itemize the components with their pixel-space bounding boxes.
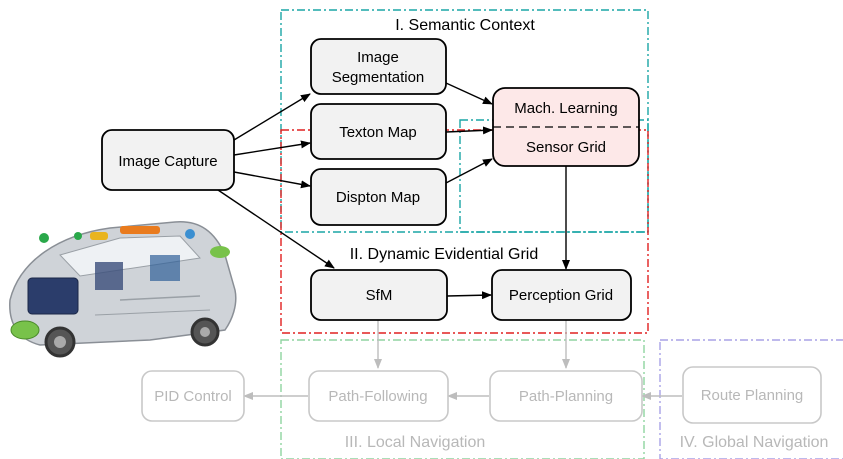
node-ml-label: Mach. Learning [514, 100, 617, 117]
group-title-global: IV. Global Navigation [680, 434, 829, 451]
node-path-following-label: Path-Following [328, 388, 427, 405]
node-ml-sensor-grid: Mach. Learning Sensor Grid [492, 87, 640, 167]
node-perception-grid-label: Perception Grid [509, 287, 613, 304]
node-path-planning-label: Path-Planning [519, 388, 613, 405]
node-sfm-label: SfM [366, 287, 393, 304]
node-image-segmentation-label-2: Segmentation [332, 69, 425, 86]
group-dynamic-evidential-grid [280, 129, 649, 334]
node-dispton-map-label: Dispton Map [336, 189, 420, 206]
node-path-following: Path-Following [308, 370, 449, 422]
node-dispton-map: Dispton Map [310, 168, 447, 226]
node-texton-map-label: Texton Map [339, 124, 417, 141]
node-image-capture-label: Image Capture [118, 153, 217, 170]
node-sfm: SfM [310, 269, 448, 321]
navigation-arrows [243, 320, 682, 400]
node-path-planning: Path-Planning [489, 370, 643, 422]
node-sensor-grid-label: Sensor Grid [526, 139, 606, 156]
node-route-planning: Route Planning [682, 366, 822, 424]
node-pid-control: PID Control [141, 370, 245, 422]
node-image-segmentation-label-1: Image [357, 49, 399, 66]
pipeline-arrows [217, 82, 570, 300]
node-perception-grid: Perception Grid [491, 269, 632, 321]
node-image-segmentation: Image Segmentation [310, 38, 447, 95]
node-texton-map: Texton Map [310, 103, 447, 160]
group-title-local: III. Local Navigation [345, 434, 486, 451]
node-pid-control-label: PID Control [154, 388, 232, 405]
node-route-planning-label: Route Planning [701, 387, 804, 404]
group-title-evidential: II. Dynamic Evidential Grid [350, 246, 539, 263]
vehicle-illustration [9, 221, 237, 358]
group-title-semantic: I. Semantic Context [395, 17, 535, 34]
node-image-capture: Image Capture [101, 129, 235, 191]
